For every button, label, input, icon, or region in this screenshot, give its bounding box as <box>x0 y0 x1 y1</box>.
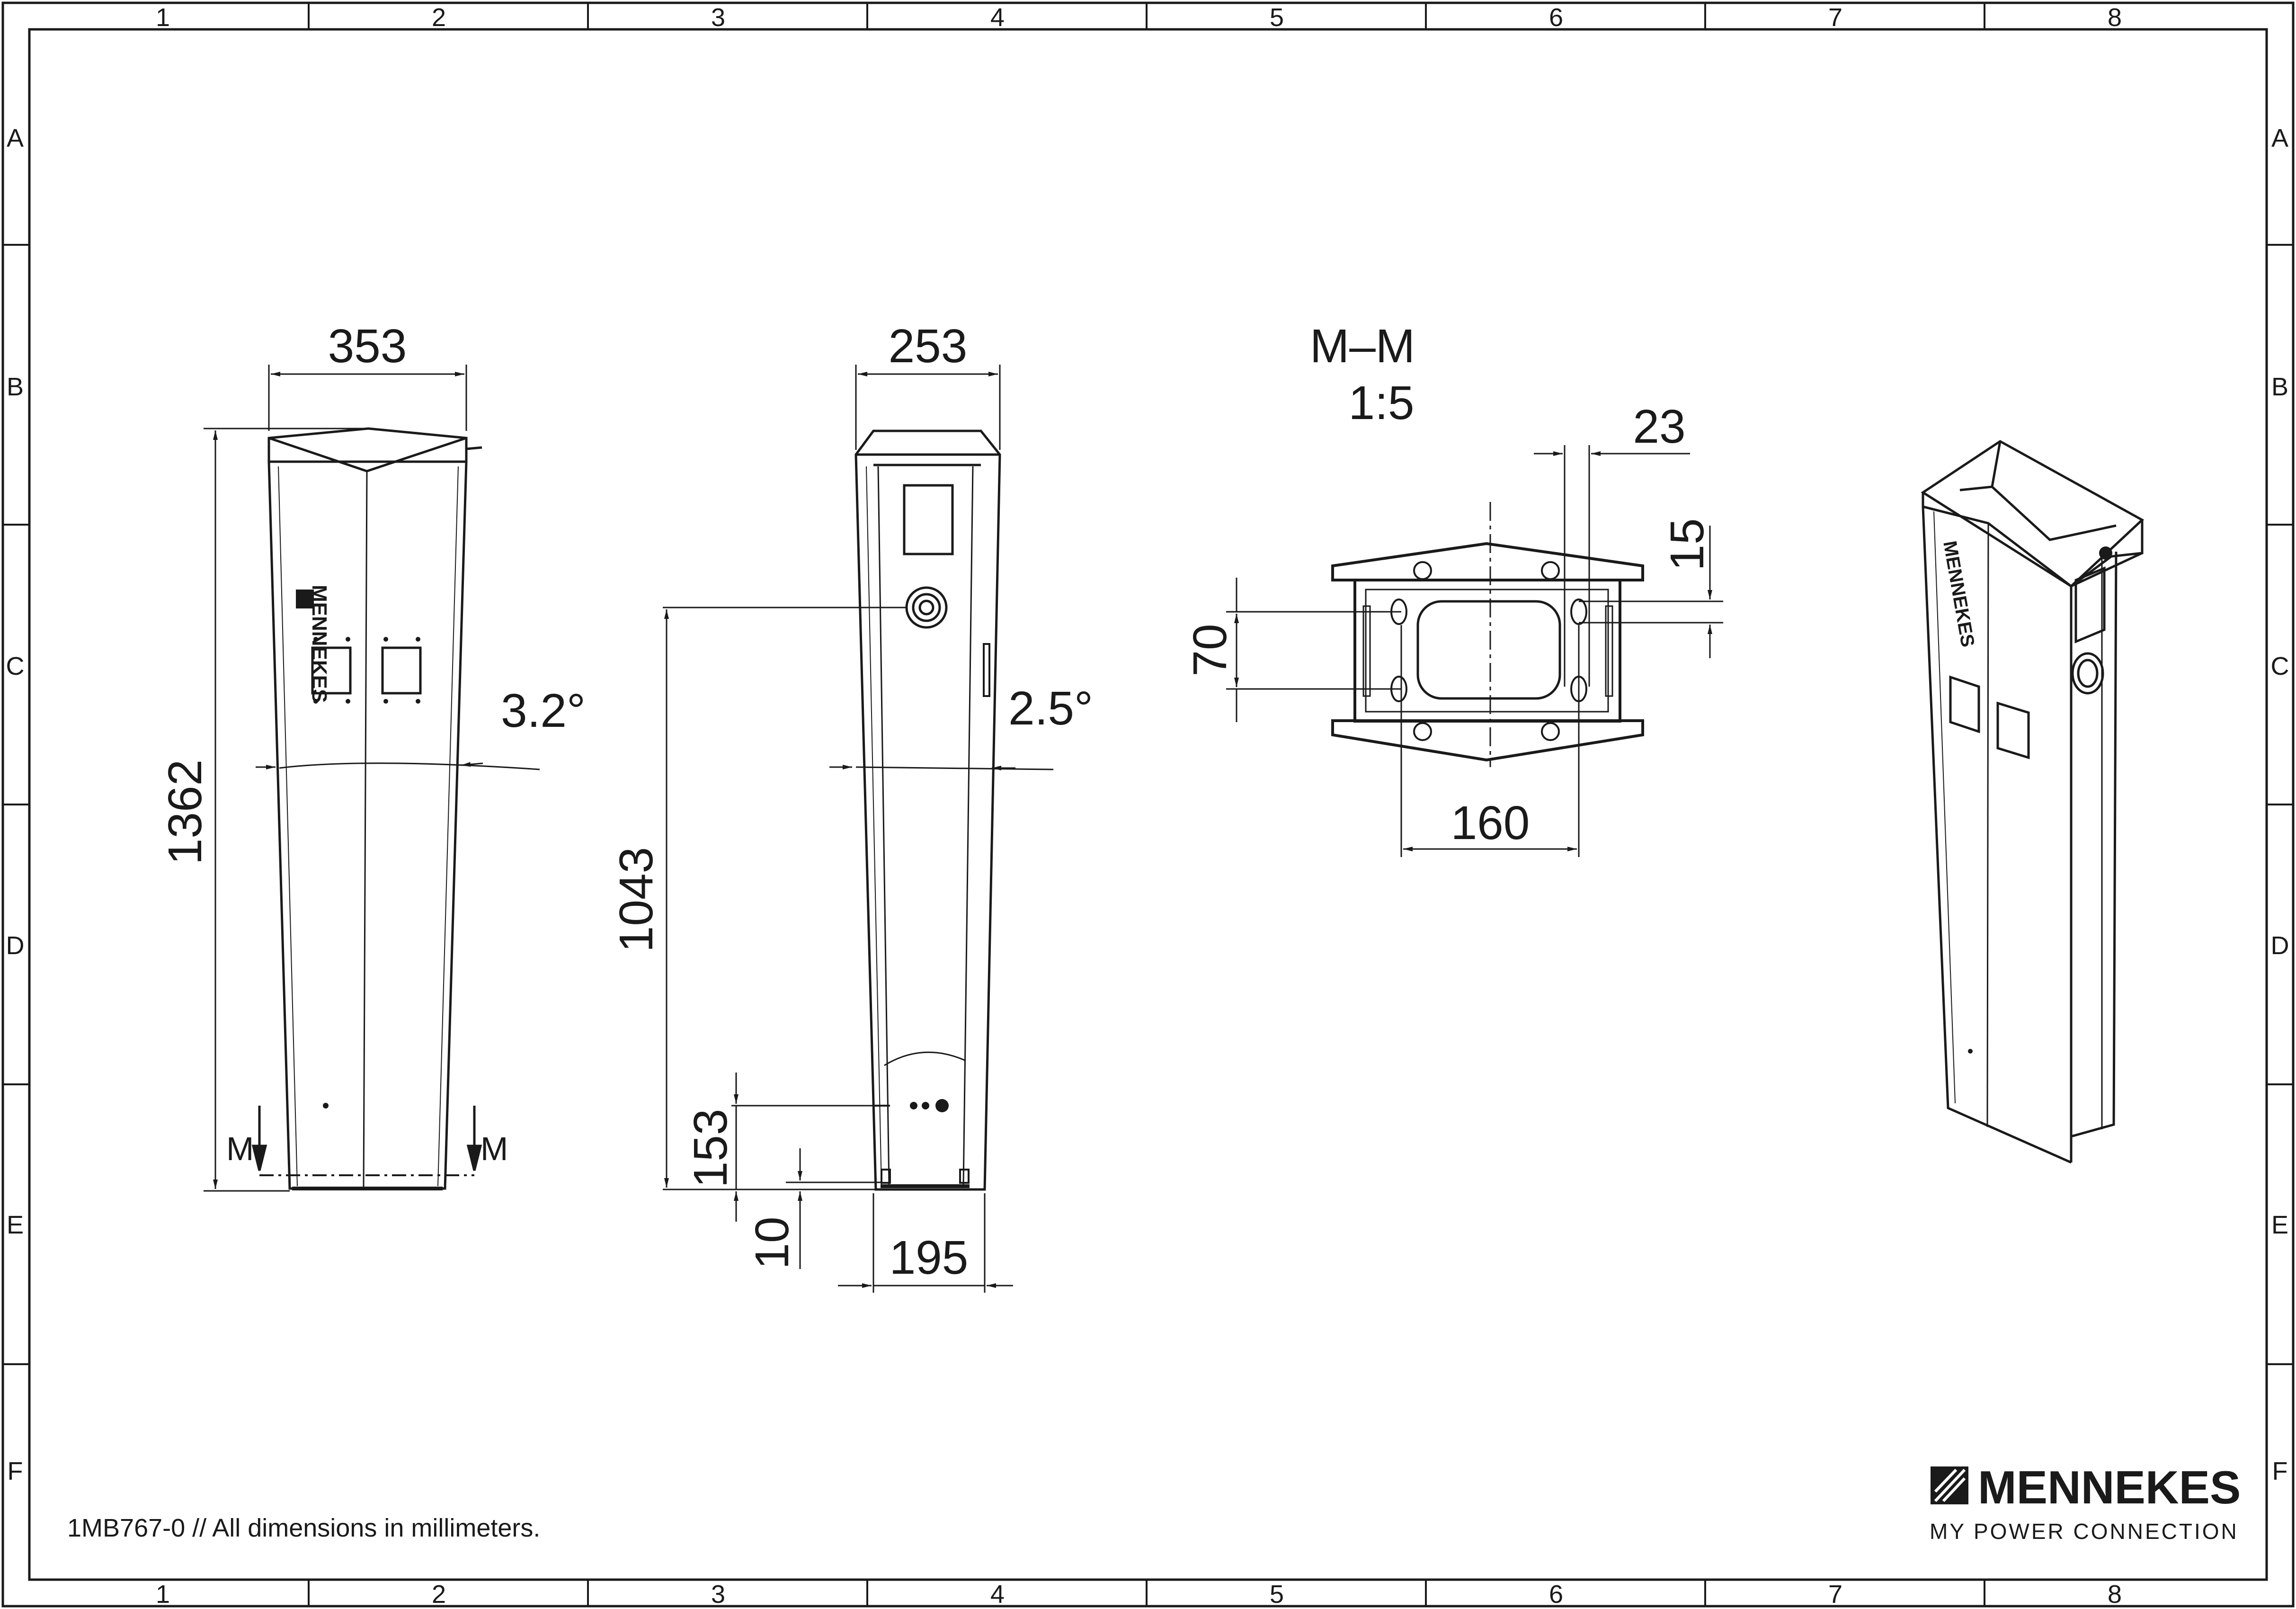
section-label-left: M <box>226 1130 254 1167</box>
section-scale: 1:5 <box>1348 376 1414 429</box>
brand-logo: MENNEKES MY POWER CONNECTION <box>1930 1461 2241 1544</box>
front-view-logo-text: MENNEKES <box>308 585 331 703</box>
grid-col-2-top: 2 <box>432 3 446 32</box>
grid-row-e-right: E <box>2271 1211 2288 1239</box>
isometric-socket <box>2071 652 2104 695</box>
side-view-socket <box>905 586 948 629</box>
dimension-front-height-label: 1362 <box>159 760 212 865</box>
side-view-service-door <box>884 1051 966 1066</box>
dimension-section-bottom-label: 160 <box>1451 796 1530 849</box>
footer: 1MB767-0 // All dimensions in millimeter… <box>67 1461 2241 1544</box>
grid-row-d-right: D <box>2271 931 2289 960</box>
grid-row-labels-right: A B C D E F <box>2271 124 2289 1485</box>
grid-row-e-left: E <box>7 1211 24 1239</box>
dimension-base-gap <box>786 1148 881 1269</box>
dimension-section-left <box>1226 578 1401 722</box>
isometric-logo-text: MENNEKES <box>1939 539 1978 649</box>
grid-col-7-top: 7 <box>1828 3 1842 32</box>
grid-col-4-top: 4 <box>990 3 1005 32</box>
front-view-screws <box>313 637 420 1108</box>
grid-col-6-top: 6 <box>1549 3 1563 32</box>
grid-col-5-bottom: 5 <box>1270 1580 1284 1609</box>
dimension-socket-height <box>663 607 907 1190</box>
grid-col-1-bottom: 1 <box>156 1580 170 1609</box>
footer-brand: MENNEKES <box>1978 1461 2241 1513</box>
dimension-section-bottom <box>1400 625 1580 857</box>
section-view: M–M 1:5 23 <box>1184 320 1723 857</box>
dimension-section-left-label: 70 <box>1184 624 1237 676</box>
grid-col-7-bottom: 7 <box>1828 1580 1842 1609</box>
grid-row-c-left: C <box>6 652 25 680</box>
grid-col-3-bottom: 3 <box>711 1580 725 1609</box>
grid-col-8-top: 8 <box>2108 3 2122 32</box>
front-view-outline <box>267 427 482 1190</box>
dimension-socket-height-label: 1043 <box>610 847 663 952</box>
dimension-base-height <box>731 1073 888 1222</box>
dimension-side-width <box>855 365 1001 450</box>
grid-row-d-left: D <box>6 931 25 960</box>
grid-column-labels-bottom: 1 2 3 4 5 6 7 8 <box>156 1580 2122 1609</box>
socket-window-left <box>311 646 352 695</box>
dimension-base-width <box>838 1193 1013 1293</box>
side-view-display <box>903 484 954 555</box>
grid-col-4-bottom: 4 <box>990 1580 1005 1609</box>
section-label-right: M <box>481 1130 508 1167</box>
grid-row-b-left: B <box>7 373 24 401</box>
dimension-section-top-label: 23 <box>1633 400 1685 453</box>
grid-row-a-left: A <box>7 124 24 152</box>
dimension-side-angle-label: 2.5° <box>1008 682 1093 735</box>
dimension-section-right <box>1579 526 1723 658</box>
section-title: M–M <box>1310 320 1415 373</box>
dimension-front-height <box>204 428 365 1192</box>
section-plate-outline <box>1331 542 1644 762</box>
dimension-base-height-label: 153 <box>684 1109 737 1188</box>
grid-col-6-bottom: 6 <box>1549 1580 1563 1609</box>
grid-col-2-bottom: 2 <box>432 1580 446 1609</box>
grid-row-f-left: F <box>8 1457 23 1485</box>
dimension-section-top <box>1534 445 1690 687</box>
front-view-socket-windows <box>311 646 422 695</box>
side-view-screws <box>910 1099 949 1112</box>
side-view-outline <box>854 429 1001 1191</box>
grid-row-labels-left: A B C D E F <box>6 124 25 1485</box>
dimension-base-gap-label: 10 <box>746 1216 799 1269</box>
side-view-slot <box>983 643 990 697</box>
section-mounting-holes <box>1390 561 1587 741</box>
isometric-socket-windows <box>1949 675 2030 760</box>
grid-col-1-top: 1 <box>156 3 170 32</box>
grid-row-b-right: B <box>2271 373 2288 401</box>
grid-row-f-right: F <box>2272 1457 2288 1485</box>
grid-ticks <box>3 3 2293 1606</box>
dimension-front-width <box>268 365 467 431</box>
isometric-details: MENNEKES <box>1939 539 2112 1054</box>
dimension-front-angle-label: 3.2° <box>501 684 586 737</box>
dimension-side-width-label: 253 <box>889 320 968 373</box>
isometric-display <box>2074 566 2106 644</box>
grid-row-c-right: C <box>2271 652 2289 680</box>
socket-window-right <box>381 646 422 695</box>
grid-column-labels-top: 1 2 3 4 5 6 7 8 <box>156 3 2122 32</box>
front-view: MENNEKES M M 353 <box>159 320 586 1192</box>
footer-tagline: MY POWER CONNECTION <box>1930 1519 2239 1544</box>
dimension-side-angle <box>829 765 1054 770</box>
grid-col-5-top: 5 <box>1270 3 1284 32</box>
grid-row-a-right: A <box>2271 124 2288 152</box>
isometric-outline <box>1921 440 2145 1164</box>
dimension-base-width-label: 195 <box>890 1231 969 1284</box>
section-arrows <box>251 1106 482 1171</box>
grid-col-3-top: 3 <box>711 3 725 32</box>
mennekes-brand-icon <box>1931 1466 1968 1504</box>
side-view: 253 2.5° 1043 153 10 <box>610 320 1093 1293</box>
grid-col-8-bottom: 8 <box>2108 1580 2122 1609</box>
footer-note: 1MB767-0 // All dimensions in millimeter… <box>67 1514 540 1542</box>
mennekes-logo-icon <box>296 590 314 608</box>
dimension-front-width-label: 353 <box>328 320 407 373</box>
dimension-section-right-label: 15 <box>1661 518 1714 571</box>
dimension-front-angle <box>256 762 540 770</box>
isometric-view: MENNEKES <box>1921 440 2145 1164</box>
